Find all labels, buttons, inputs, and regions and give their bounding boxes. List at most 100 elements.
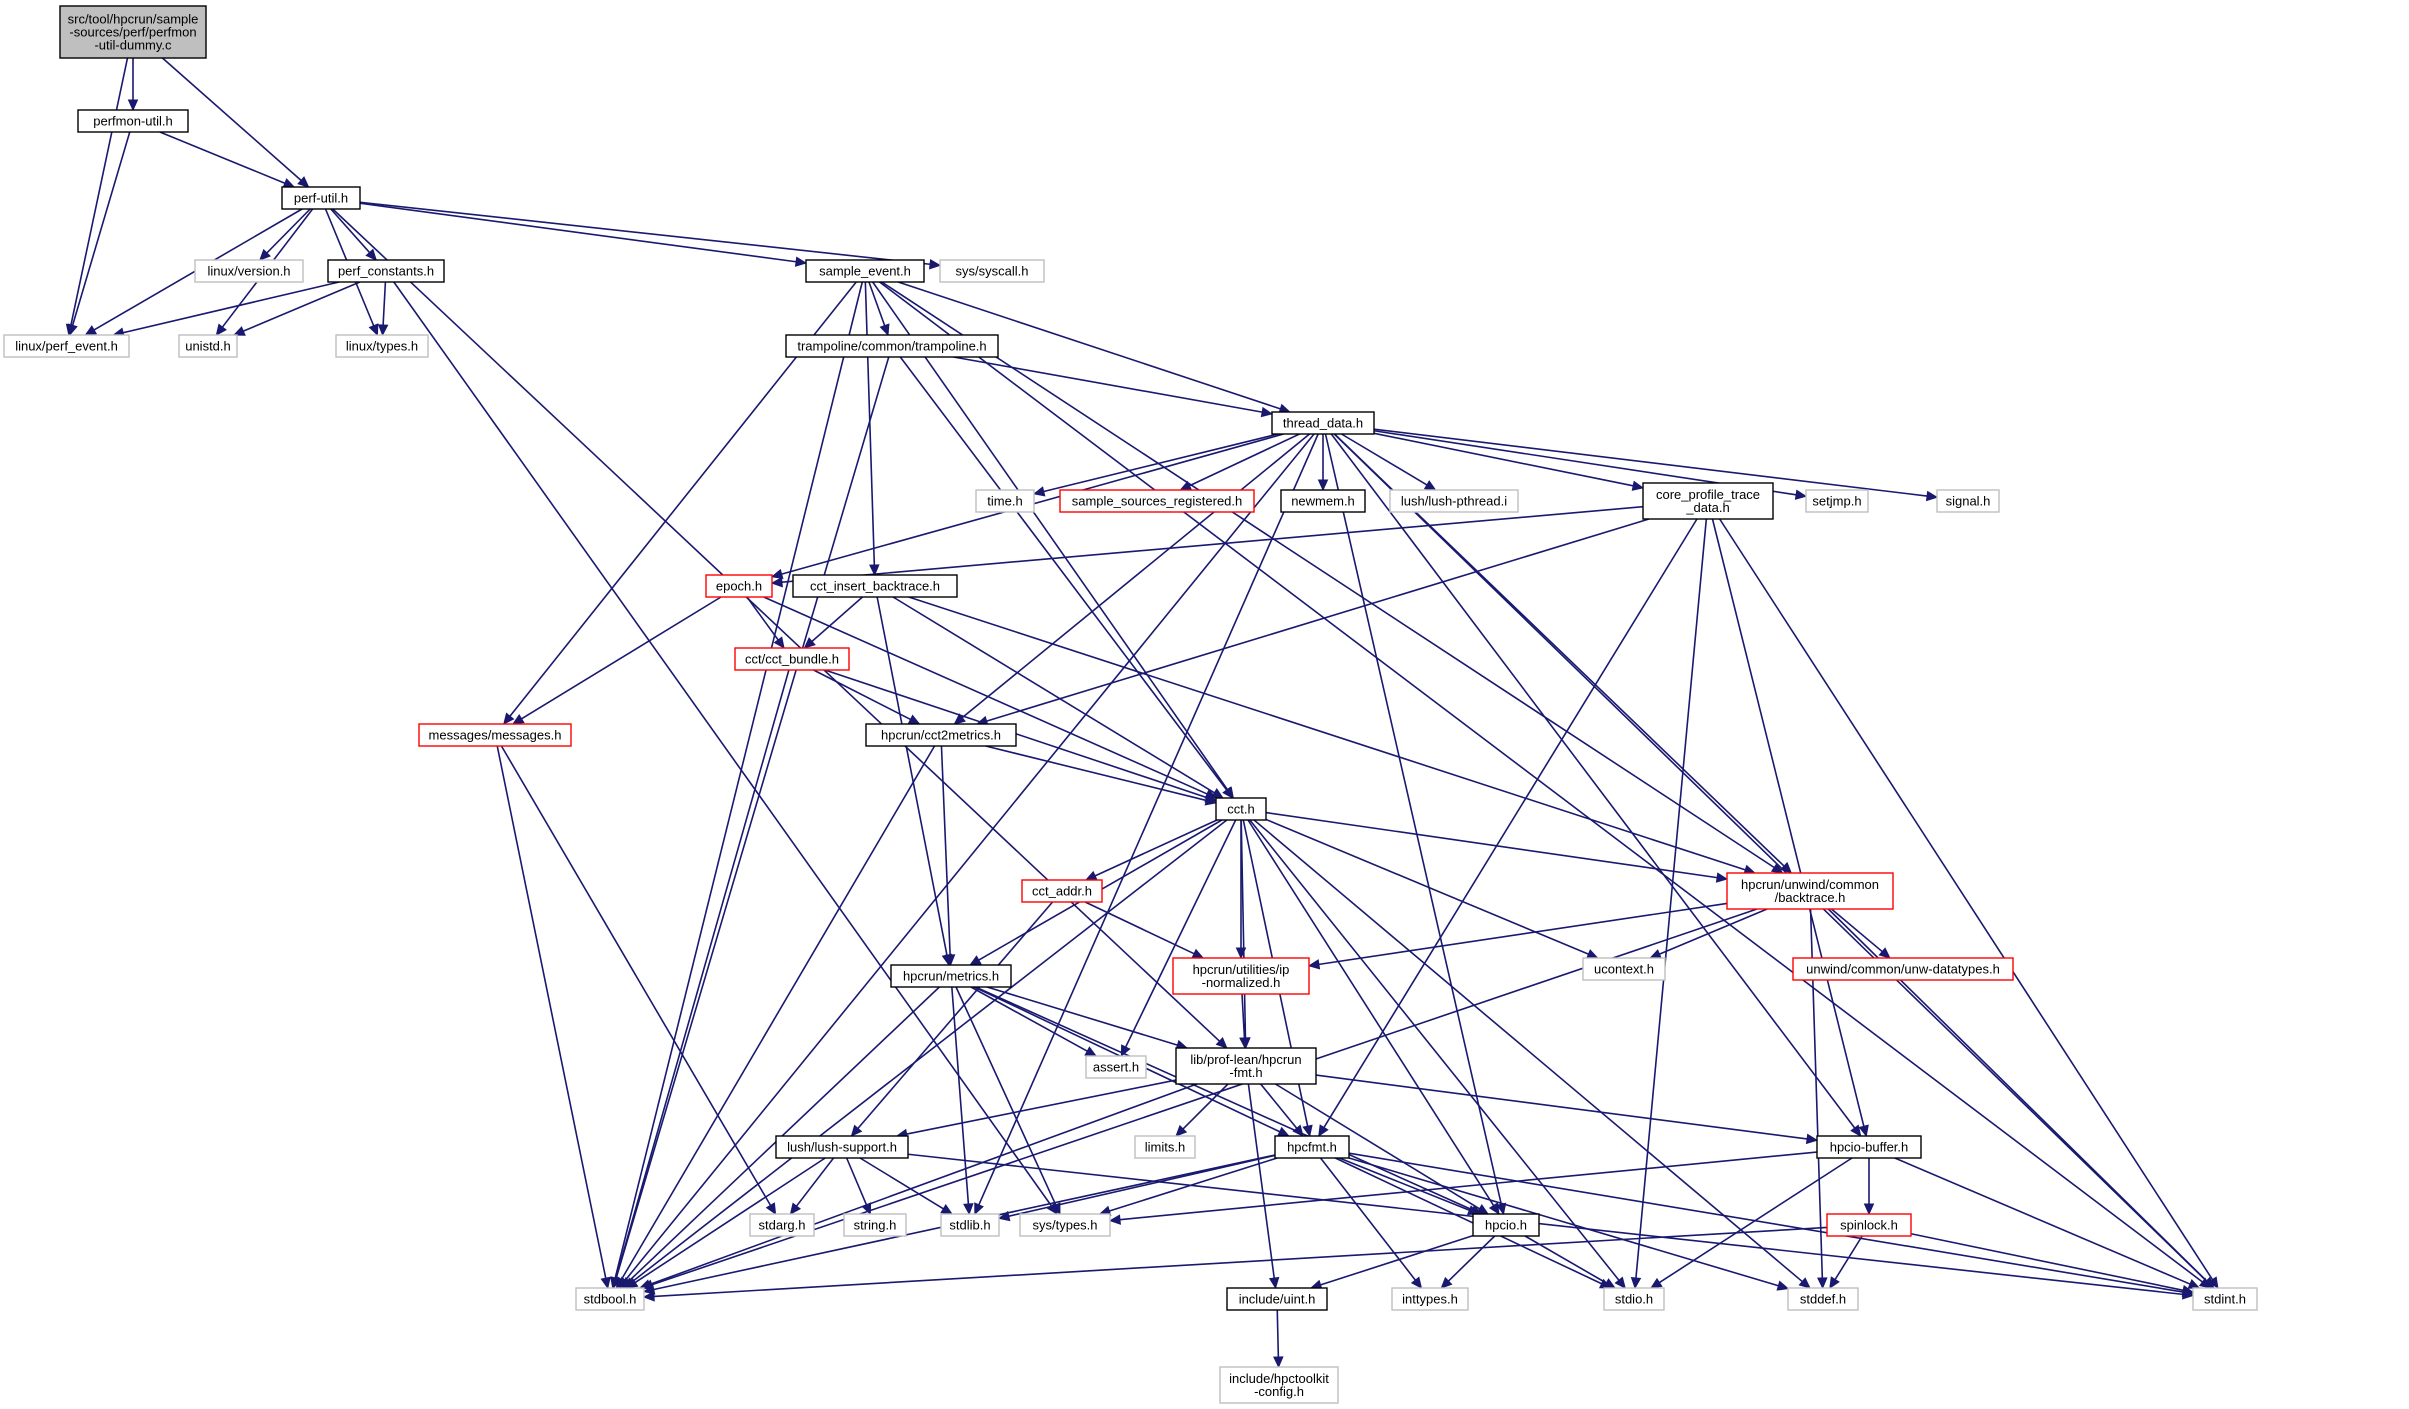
edge-arrowhead [127, 99, 139, 112]
node-box [327, 259, 445, 283]
node-box [1805, 489, 1869, 513]
edge-lush_support-to-stdlib [859, 1157, 953, 1215]
node-label-line: sample_sources_registered.h [1072, 494, 1243, 509]
node-hpcio[interactable]: hpcio.h [1472, 1213, 1540, 1237]
node-sample-sources-registered[interactable]: sample_sources_registered.h [1059, 489, 1255, 513]
node-lush-support[interactable]: lush/lush-support.h [775, 1135, 909, 1159]
edge-prof_lean_fmt-to-stdbool [638, 1083, 1198, 1290]
edge-line [845, 1157, 868, 1206]
node-perfmon-util[interactable]: perfmon-util.h [77, 109, 189, 133]
node-setjmp: setjmp.h [1805, 489, 1869, 513]
edge-line [359, 202, 797, 263]
edge-line [1910, 1232, 2184, 1292]
edge-line [1119, 1151, 1818, 1221]
node-cct-addr[interactable]: cct_addr.h [1021, 879, 1103, 903]
node-messages[interactable]: messages/messages.h [418, 723, 572, 747]
node-cct-insert[interactable]: cct_insert_backtrace.h [792, 574, 958, 598]
node-unw-datatypes[interactable]: unwind/common/unw-datatypes.h [1792, 957, 2014, 981]
edge-perf_constants-to-unistd [232, 281, 361, 336]
node-perf-util[interactable]: perf-util.h [281, 186, 361, 210]
node-box [1603, 1287, 1665, 1311]
node-epoch[interactable]: epoch.h [705, 574, 773, 598]
edge-line [1315, 1074, 1808, 1140]
node-backtrace[interactable]: hpcrun/unwind/common/backtrace.h [1726, 872, 1894, 910]
edge-cct-to-hpcio [1247, 819, 1500, 1216]
edge-arrowhead [1805, 1133, 1819, 1145]
node-core-profile[interactable]: core_profile_trace_data.h [1642, 482, 1774, 520]
edge-metrics-to-stdlib [951, 986, 974, 1216]
node-lush-pthread: lush/lush-pthread.i [1389, 489, 1519, 513]
edge-line [1320, 1234, 1474, 1286]
edge-line [1348, 1157, 1779, 1287]
edge-line [653, 1226, 1828, 1298]
node-label-line: cct/cct_bundle.h [745, 652, 839, 667]
edge-thread_data-to-time_h [1032, 433, 1279, 497]
edge-arrowhead [258, 248, 271, 261]
edge-backtrace-to-unw_datatypes [1830, 908, 1891, 959]
edge-thread_data-to-hpcio_buffer [1330, 433, 1862, 1137]
edge-arrowhead [953, 713, 966, 725]
node-cct2metrics[interactable]: hpcrun/cct2metrics.h [865, 723, 1017, 747]
node-box [1582, 957, 1666, 981]
node-metrics[interactable]: hpcrun/metrics.h [890, 964, 1012, 988]
node-box [1274, 1135, 1350, 1159]
edge-line [1253, 819, 1803, 1283]
edge-line [897, 281, 1281, 410]
node-label-line: linux/perf_event.h [15, 339, 118, 354]
edge-arrowhead [1317, 479, 1329, 492]
node-label-line: hpcrun/metrics.h [903, 969, 999, 984]
edge-line [1008, 1154, 1276, 1217]
node-box [335, 334, 429, 358]
node-prof-lean-fmt[interactable]: lib/prof-lean/hpcrun-fmt.h [1175, 1047, 1317, 1085]
node-hpcfmt[interactable]: hpcfmt.h [1274, 1135, 1350, 1159]
edge-line [1834, 1235, 1863, 1280]
edge-line [500, 745, 772, 1206]
node-box [1175, 1047, 1317, 1085]
edge-line [1447, 1235, 1496, 1282]
node-label-line: -config.h [1254, 1384, 1304, 1399]
node-newmem[interactable]: newmem.h [1280, 489, 1366, 513]
edge-arrowhead [1239, 1037, 1250, 1050]
edge-arrowhead [974, 1202, 984, 1216]
edge-arrowhead [770, 576, 783, 588]
node-cct-bundle[interactable]: cct/cct_bundle.h [734, 647, 850, 671]
node-box [843, 1213, 907, 1237]
edge-line [624, 433, 1315, 1281]
node-include-uint[interactable]: include/uint.h [1226, 1287, 1328, 1311]
node-label-line: -normalized.h [1202, 975, 1281, 990]
node-thread-data[interactable]: thread_data.h [1271, 411, 1375, 435]
edge-hpcfmt-to-hpcio [1339, 1157, 1480, 1215]
node-box [178, 334, 238, 358]
node-trampoline[interactable]: trampoline/common/trampoline.h [785, 334, 999, 358]
edge-arrowhead [1817, 1277, 1828, 1290]
edge-line [1339, 1157, 1470, 1212]
edge-spinlock-to-stdbool [642, 1226, 1828, 1302]
edge-sample_event-to-stdint [879, 281, 2212, 1289]
node-ip-normalized[interactable]: hpcrun/utilities/ip-normalized.h [1172, 957, 1310, 995]
edge-arrowhead [1649, 949, 1662, 959]
edge-metrics-to-prof_lean_fmt [986, 986, 1189, 1050]
edge-arrowhead [2181, 1285, 2195, 1296]
edge-arrowhead [615, 1276, 627, 1290]
node-box [1391, 1287, 1469, 1311]
edge-arrowhead [770, 568, 784, 580]
node-box [792, 574, 958, 598]
node-box [3, 334, 130, 358]
node-label-line: unistd.h [185, 339, 231, 354]
edge-trampoline-to-thread_data [953, 356, 1274, 418]
node-hpcio-buffer[interactable]: hpcio-buffer.h [1816, 1135, 1922, 1159]
node-label-line: /backtrace.h [1775, 890, 1846, 905]
node-box [1059, 489, 1255, 513]
edge-arrowhead [1440, 1276, 1453, 1289]
edge-hpcio_buffer-to-stdio [1649, 1157, 1853, 1289]
node-spinlock[interactable]: spinlock.h [1826, 1213, 1912, 1237]
node-cct[interactable]: cct.h [1215, 797, 1267, 821]
edge-line [868, 281, 886, 326]
node-sample-event[interactable]: sample_event.h [805, 259, 925, 283]
node-label-line: lush/lush-pthread.i [1401, 494, 1507, 509]
edge-line [70, 57, 129, 326]
node-perf-constants[interactable]: perf_constants.h [327, 259, 445, 283]
node-root: src/tool/hpcrun/sample-sources/perf/perf… [59, 5, 207, 59]
edge-line [1241, 993, 1246, 1039]
edge-cct-to-stddef [1253, 819, 1811, 1289]
